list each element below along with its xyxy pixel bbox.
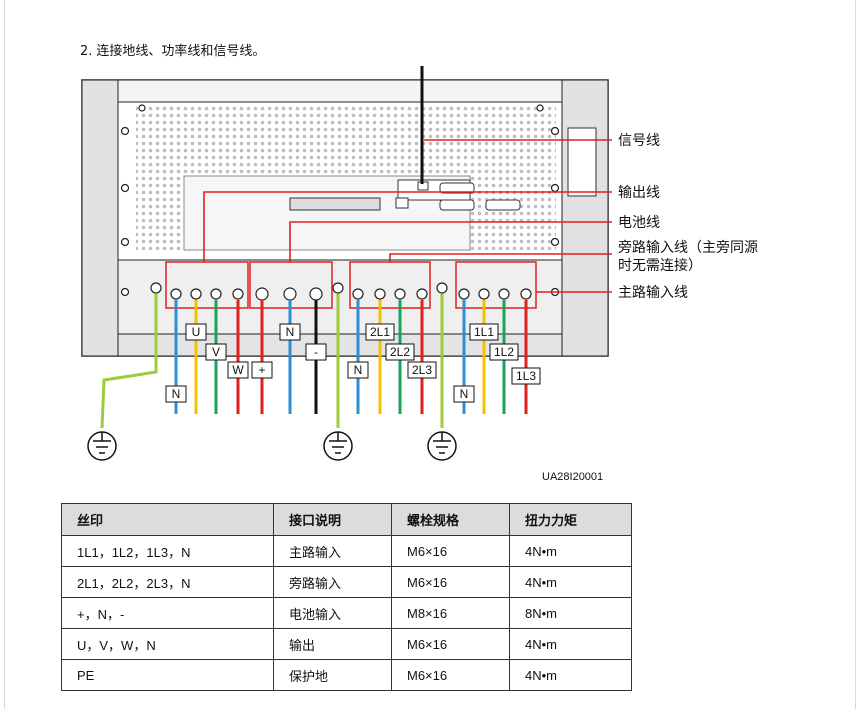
callout-bypass-2: 时无需连接） — [618, 257, 702, 274]
cell-torque: 8N•m — [509, 597, 632, 629]
wire-label-byp-2l2: 2L2 — [390, 345, 410, 359]
cell-torque: 4N•m — [509, 659, 632, 691]
table-row: PE 保护地 M6×16 4N•m — [61, 659, 632, 691]
figure-id: UA28I20001 — [542, 471, 604, 483]
wire-label-boxes — [165, 323, 541, 403]
terminal-frames — [165, 261, 537, 309]
callout-bypass-1: 旁路输入线（主旁同源 — [618, 239, 758, 256]
cell-silkscreen: +，N，- — [61, 597, 274, 629]
page-border — [4, 0, 856, 709]
callout-output: 输出线 — [618, 185, 660, 201]
cell-port-desc: 主路输入 — [273, 535, 392, 567]
table-row: +，N，- 电池输入 M8×16 8N•m — [61, 597, 632, 629]
wire-label-out-v: V — [212, 345, 220, 359]
cell-silkscreen: 1L1，1L2，1L3，N — [61, 535, 274, 567]
terminal-bolts — [150, 282, 532, 301]
header-port-desc: 接口说明 — [273, 503, 392, 536]
pe-wires — [100, 294, 444, 429]
callout-leaders — [203, 139, 612, 293]
cell-port-desc: 保护地 — [273, 659, 392, 691]
callout-signal: 信号线 — [618, 133, 660, 149]
step-heading: 2.连接地线、功率线和信号线。 — [80, 40, 269, 59]
wiring-diagram: 信号线 输出线 电池线 旁路输入线（主旁同源 时无需连接） 主路输入线 — [81, 66, 758, 461]
wire-label-out-n: N — [172, 387, 181, 401]
wire-label-byp-n: N — [354, 363, 363, 377]
header-torque: 扭力力矩 — [509, 503, 632, 536]
table-header-row: 丝印 接口说明 螺栓规格 扭力力矩 — [61, 503, 632, 536]
cabinet-frame — [81, 79, 609, 357]
callout-mains: 主路输入线 — [618, 285, 688, 301]
cell-torque: 4N•m — [509, 566, 632, 598]
cell-silkscreen: U，V，W，N — [61, 628, 274, 660]
step-number: 2. — [80, 44, 93, 59]
ground-icon — [427, 431, 457, 461]
wire-label-main-1l3: 1L3 — [516, 369, 536, 383]
wire-label-byp-2l3: 2L3 — [412, 363, 432, 377]
header-silkscreen: 丝印 — [61, 503, 274, 536]
wire-label-bat-plus: + — [258, 363, 265, 377]
wire-label-main-1l1: 1L1 — [474, 325, 494, 339]
wire-label-bat-n: N — [286, 325, 295, 339]
wire-label-bat-minus: - — [314, 345, 318, 359]
ground-icon — [87, 431, 117, 461]
cell-bolt-spec: M6×16 — [391, 628, 510, 660]
callout-battery: 电池线 — [618, 215, 660, 231]
table-row: U，V，W，N 输出 M6×16 4N•m — [61, 628, 632, 660]
cell-silkscreen: PE — [61, 659, 274, 691]
table-row: 2L1，2L2，2L3，N 旁路输入 M6×16 4N•m — [61, 566, 632, 598]
cell-port-desc: 电池输入 — [273, 597, 392, 629]
wire-label-main-1l2: 1L2 — [494, 345, 514, 359]
wire-label-main-n: N — [460, 387, 469, 401]
cell-port-desc: 输出 — [273, 628, 392, 660]
signal-ports — [289, 179, 521, 211]
terminal-spec-table: 丝印 接口说明 螺栓规格 扭力力矩 1L1，1L2，1L3，N 主路输入 M6×… — [61, 503, 632, 691]
cell-port-desc: 旁路输入 — [273, 566, 392, 598]
cell-bolt-spec: M8×16 — [391, 597, 510, 629]
cell-torque: 4N•m — [509, 628, 632, 660]
wire-label-out-w: W — [232, 363, 244, 377]
cell-bolt-spec: M6×16 — [391, 535, 510, 567]
cell-bolt-spec: M6×16 — [391, 566, 510, 598]
wire-label-byp-2l1: 2L1 — [370, 325, 390, 339]
step-text: 连接地线、功率线和信号线。 — [96, 44, 266, 59]
table-row: 1L1，1L2，1L3，N 主路输入 M6×16 4N•m — [61, 535, 632, 567]
wire-label-out-u: U — [192, 325, 201, 339]
ground-icon — [323, 431, 353, 461]
cell-torque: 4N•m — [509, 535, 632, 567]
cell-bolt-spec: M6×16 — [391, 659, 510, 691]
cell-silkscreen: 2L1，2L2，2L3，N — [61, 566, 274, 598]
header-bolt-spec: 螺栓规格 — [391, 503, 510, 536]
